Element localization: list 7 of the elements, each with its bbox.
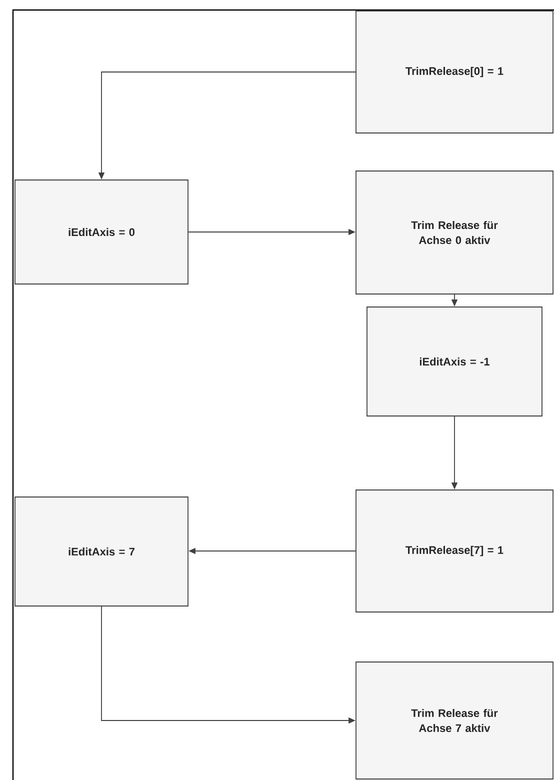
process-box: iEditAxis = 7 xyxy=(14,496,188,606)
process-box: iEditAxis = -1 xyxy=(366,306,542,416)
process-box: Trim Release für Achse 7 aktiv xyxy=(356,662,554,780)
process-box: TrimRelease[7] = 1 xyxy=(356,490,554,612)
process-box: TrimRelease[0] = 1 xyxy=(356,10,554,134)
process-box: iEditAxis = 0 xyxy=(14,180,188,284)
process-box: Trim Release für Achse 0 aktiv xyxy=(356,170,554,294)
